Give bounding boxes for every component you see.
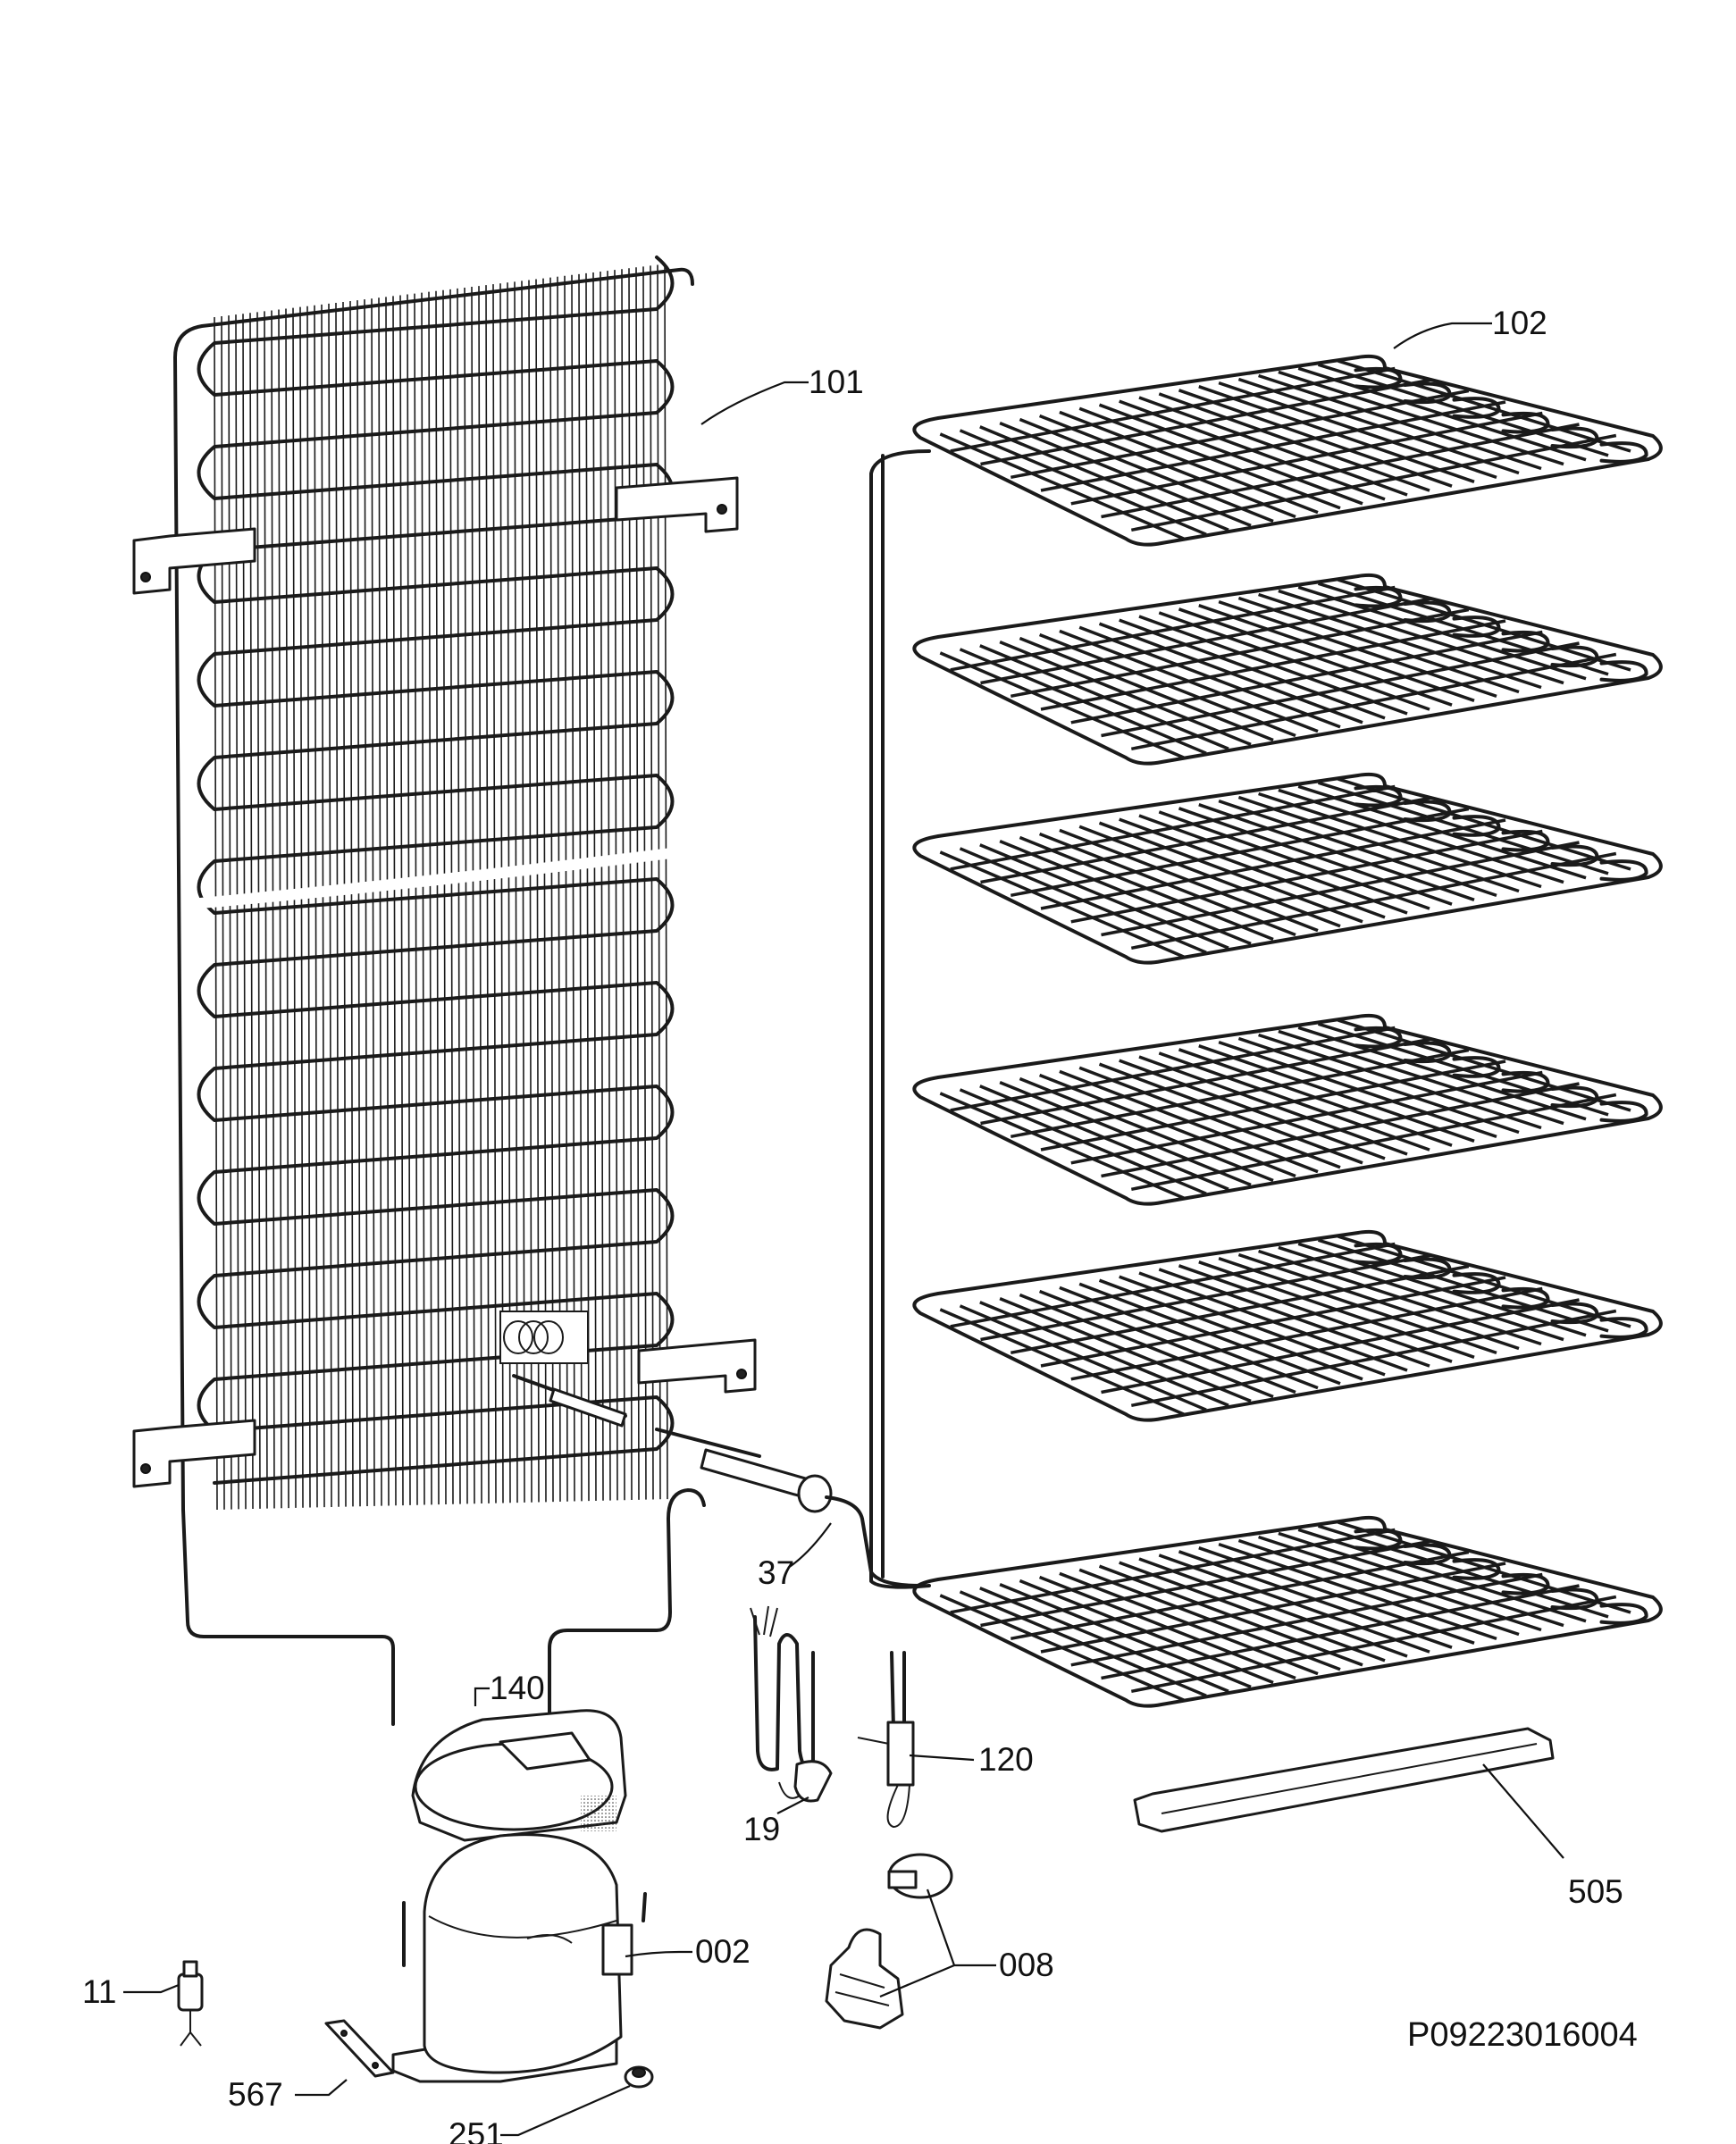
label-drier-filter: 37 [758,1554,794,1591]
label-compressor: 002 [695,1933,751,1970]
evaporator-shelf [912,573,1663,766]
condenser-break [170,847,679,911]
heater [750,1605,833,1803]
evaporator-shelf [912,1515,1663,1708]
label-handle-bar: 505 [1568,1873,1623,1910]
evaporator-shelf [912,772,1663,965]
label-heater: 19 [743,1811,780,1847]
label-valve: 11 [82,1973,116,2010]
evaporator-shelves [912,354,1663,1708]
evaporator [869,354,1663,1708]
label-starter-relay: 008 [999,1947,1054,1983]
label-evaporator: 102 [1492,305,1547,341]
evaporator-shelf [912,1013,1663,1206]
valve [177,1960,204,2047]
evaporator-riser-tube [869,449,931,1589]
condenser-serpentine-tube [197,255,675,1485]
drawing-code: P09223016004 [1407,2016,1638,2054]
condenser-frame-tube [173,267,694,1726]
label-bracket: 567 [228,2076,283,2113]
thermostat-sensor [857,1651,915,1829]
label-thermostat-sensor: 120 [978,1741,1034,1778]
compressor-tray [411,1709,627,1842]
condenser-brackets [132,476,757,1488]
label-grommet: 251 [449,2116,504,2144]
capillary-coil [499,1311,589,1364]
handle-bar [1133,1727,1555,1833]
label-compressor-tray: 140 [490,1670,545,1706]
condenser [132,255,757,1726]
compressor [391,1833,647,2083]
drier-filter [512,1374,922,1587]
starter-relay [825,1853,953,2030]
evaporator-shelf [912,1229,1663,1422]
label-condenser: 101 [809,364,864,400]
evaporator-shelf [912,354,1663,547]
callout-leaders [123,322,1564,2137]
suction-tubes [548,1488,706,1739]
bracket [324,2019,395,2078]
grommet [624,2065,654,2089]
